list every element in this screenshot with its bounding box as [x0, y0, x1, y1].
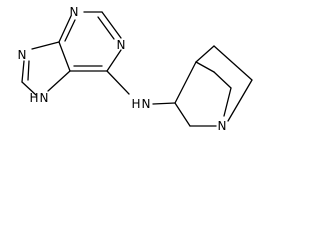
- bond-cc-cd: [213, 71, 232, 89]
- atom-n1: N: [117, 38, 126, 52]
- bond-c2-n1: [101, 11, 122, 39]
- atom-n9: N: [18, 48, 27, 62]
- bond-n1-c6: [106, 49, 122, 72]
- bond-c4q-ca: [195, 45, 215, 63]
- bond-c8-n7: [21, 81, 37, 96]
- bond-c4-n3: [58, 15, 72, 43]
- bond-c4q-cc: [195, 61, 215, 73]
- atom-n7-h: H: [29, 91, 38, 105]
- bond-n9-c8: [21, 60, 25, 83]
- bond-cb-nq: [227, 79, 253, 122]
- atom-n7: N: [40, 91, 49, 105]
- bond-cd-nq: [223, 87, 232, 117]
- bond-c2-n1-double: [97, 16, 115, 40]
- atom-nh-h: H: [131, 97, 140, 111]
- bond-c3-c4q: [174, 61, 197, 104]
- bond-n9-c8-double: [27, 60, 30, 81]
- bond-n7-c5: [47, 70, 71, 92]
- atom-nh-n: N: [142, 97, 151, 111]
- structure-canvas: N N N H N H N N: [18, 5, 253, 133]
- bond-ca-cb: [213, 45, 253, 81]
- bond-c4-n3-double: [64, 19, 76, 42]
- atom-n-bridgehead: N: [218, 119, 227, 133]
- bond-c3-c2q: [174, 102, 191, 127]
- atom-n3: N: [70, 5, 79, 19]
- bond-c6-nh: [106, 70, 130, 95]
- bond-nh-c3: [152, 102, 176, 105]
- bond-c5-c4: [58, 41, 71, 72]
- bond-c4-n9: [31, 41, 60, 50]
- purine-quinuclidine-structure: N N N H N H N N: [18, 5, 253, 133]
